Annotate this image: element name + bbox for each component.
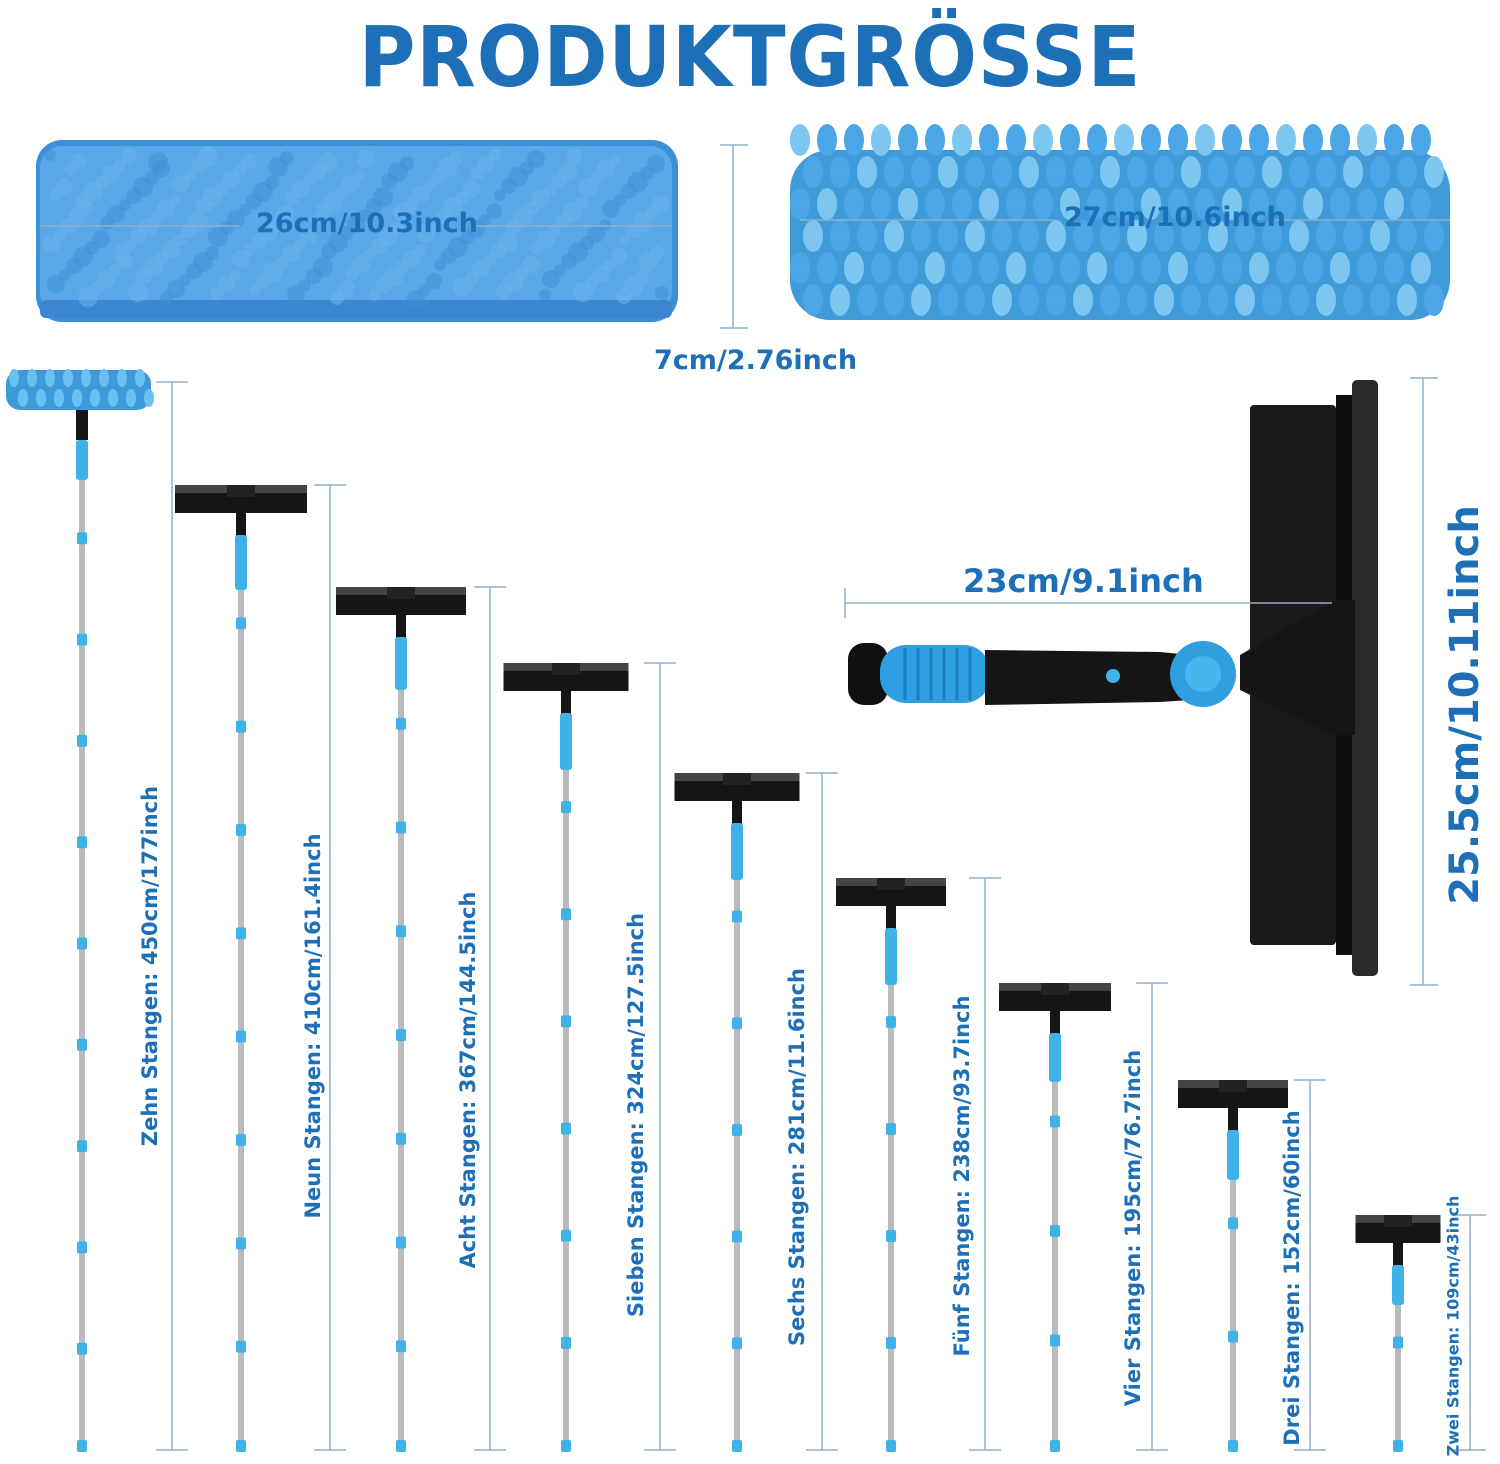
pole-label-9: Neun Stangen: 410cm/161.4inch (301, 833, 325, 1219)
pole-2 (1355, 1214, 1486, 1452)
pole-group (6, 369, 1486, 1452)
pole-label-5: Fünf Stangen: 238cm/93.7inch (950, 995, 974, 1357)
pole-label-6: Sechs Stangen: 281cm/11.6inch (785, 968, 809, 1346)
pole-label-7: Sieben Stangen: 324cm/127.5inch (624, 912, 648, 1318)
chenille-texture (790, 124, 1444, 316)
pole-3 (1178, 1079, 1326, 1452)
squeegee-detail (848, 380, 1378, 976)
handle-length-label: 23cm/9.1inch (963, 562, 1204, 600)
chenille-pad (790, 124, 1450, 320)
squeegee-measure-lines (844, 377, 1438, 986)
pole-label-8: Acht Stangen: 367cm/144.5inch (456, 891, 480, 1269)
blade-width-label: 25.5cm/10.11inch (1442, 505, 1488, 905)
chenille-width-label: 27cm/10.6inch (1064, 202, 1286, 233)
pole-label-4: Vier Stangen: 195cm/76.7inch (1121, 1049, 1145, 1407)
pole-7 (503, 662, 676, 1452)
pole-10 (6, 369, 188, 1452)
page-title: PRODUKTGRÖSSE (358, 8, 1142, 106)
pad-measure-lines (40, 144, 1450, 329)
pole-9 (175, 484, 346, 1452)
microfiber-texture (42, 147, 670, 308)
pole-6 (674, 772, 838, 1452)
pole-label-2: Zwei Stangen: 109cm/43inch (1443, 1195, 1463, 1457)
pole-4 (999, 982, 1168, 1452)
pole-label-10: Zehn Stangen: 450cm/177inch (138, 785, 162, 1147)
pole-8 (336, 586, 506, 1452)
pad-height-label: 7cm/2.76inch (654, 345, 858, 376)
microfiber-pad (36, 140, 678, 322)
pole-5 (836, 877, 1001, 1452)
pole-label-3: Drei Stangen: 152cm/60inch (1280, 1110, 1304, 1446)
microfiber-width-label: 26cm/10.3inch (256, 208, 478, 239)
